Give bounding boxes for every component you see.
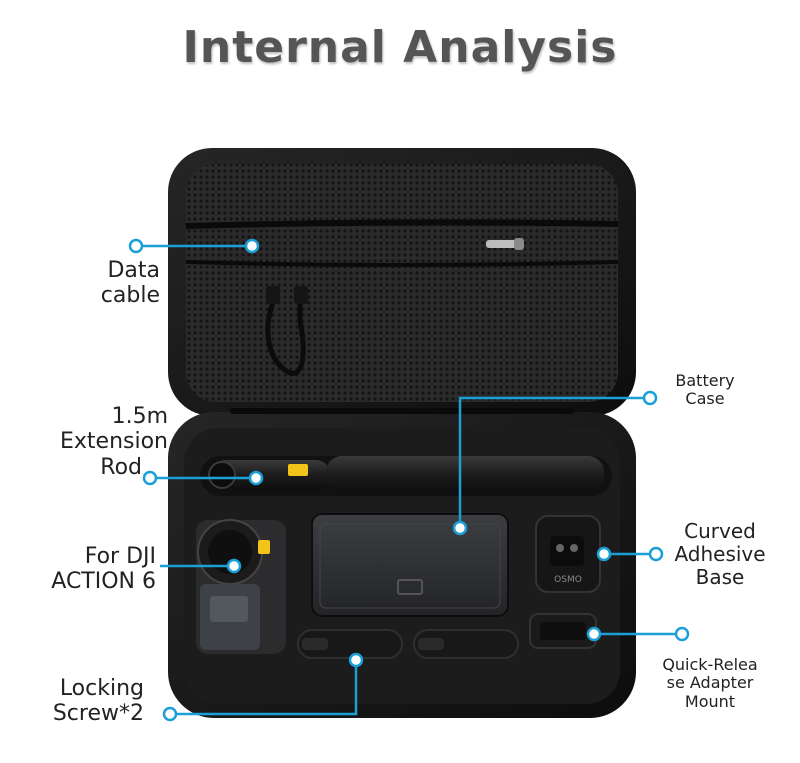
extension-rod	[200, 456, 612, 496]
lid-mesh-pocket	[186, 164, 618, 402]
lid-pocket-zipper	[185, 219, 619, 229]
callout-line-locking-screw	[172, 662, 358, 716]
curved-adhesive-base: OSMO	[535, 515, 601, 593]
data-cable-icon	[265, 286, 308, 376]
callout-dot-data-cable	[128, 238, 144, 254]
case-tray: OSMO	[168, 408, 636, 718]
locking-screw-right	[413, 629, 519, 659]
callouts	[128, 238, 690, 722]
label-battery-case: Battery Case	[675, 371, 735, 409]
mount-brand-text: OSMO	[554, 575, 582, 585]
case-hinge	[230, 408, 574, 414]
label-adapter-mount: Quick-Relea se Adapter Mount	[662, 655, 758, 711]
lid-pocket-seam	[185, 260, 619, 267]
label-data-cable: Data cable	[100, 258, 160, 309]
label-adhesive-base: Curved Adhesive Base	[674, 519, 766, 589]
battery-case	[311, 513, 509, 617]
locking-screw-left	[297, 629, 403, 659]
rod-yellow-button	[288, 464, 308, 476]
page-title: Internal Analysis	[182, 22, 618, 73]
action-camera	[196, 519, 286, 654]
label-extension-rod: 1.5m Extension Rod	[59, 404, 168, 480]
zipper-pull-icon	[486, 238, 524, 250]
quick-release-adapter	[529, 613, 597, 649]
callout-line-battery-case	[458, 396, 648, 524]
label-locking-screw: Locking Screw*2	[52, 676, 144, 727]
case-lid	[168, 148, 636, 416]
label-camera: For DJI ACTION 6	[51, 544, 156, 595]
